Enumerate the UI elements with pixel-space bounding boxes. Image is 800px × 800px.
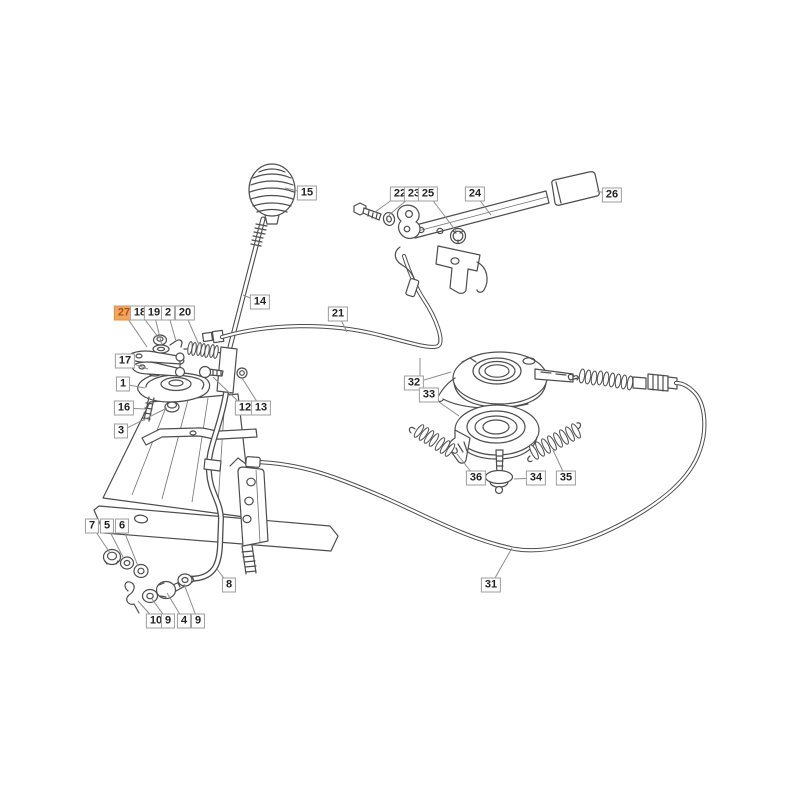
washer-6: [133, 563, 149, 579]
part-label-12[interactable]: 12: [234, 400, 256, 416]
handle-grip-26: [551, 171, 600, 206]
lever-shaft-14: [216, 216, 268, 394]
bearing-ring-33: [448, 404, 540, 464]
part-label-3[interactable]: 3: [113, 423, 129, 439]
part-label-19[interactable]: 19: [143, 305, 165, 321]
bolt-12: [198, 365, 224, 379]
part-label-9[interactable]: 9: [160, 613, 176, 629]
part-label-25[interactable]: 25: [417, 186, 439, 202]
part-label-17[interactable]: 17: [114, 353, 136, 369]
washer-5: [119, 556, 135, 570]
gear-knob-15: [248, 163, 296, 225]
part-label-34[interactable]: 34: [525, 470, 547, 486]
nut-13: [236, 367, 248, 379]
hex-bolt-22: [353, 202, 382, 221]
part-label-14[interactable]: 14: [249, 294, 271, 310]
lobed-pivot-plate: [396, 204, 421, 239]
washer-9-left: [141, 588, 159, 604]
cable-hook-and-ferrule: [394, 246, 420, 298]
part-label-5[interactable]: 5: [99, 518, 115, 534]
part-label-26[interactable]: 26: [601, 187, 623, 203]
flange-nut-3: [164, 401, 180, 413]
part-label-31[interactable]: 31: [480, 577, 502, 593]
clutch-cable-31: [229, 380, 707, 553]
spring-35: [527, 422, 582, 463]
part-label-15[interactable]: 15: [296, 185, 318, 201]
part-label-6[interactable]: 6: [114, 518, 130, 534]
support-bracket-strip: [141, 427, 258, 446]
threaded-stud: [241, 544, 257, 575]
part-label-35[interactable]: 35: [555, 470, 577, 486]
bolt-16: [142, 396, 155, 422]
part-label-24[interactable]: 24: [464, 186, 486, 202]
spring-36: [408, 424, 458, 457]
part-label-16[interactable]: 16: [113, 400, 135, 416]
part-label-32[interactable]: 32: [403, 375, 425, 391]
part-label-7[interactable]: 7: [84, 518, 100, 534]
cable-adjuster: [632, 373, 678, 392]
bolt-and-cup-34: [484, 449, 514, 495]
cable-end-ferrule: [201, 329, 225, 344]
spring-20: [183, 341, 222, 359]
clutch-tension-spring: [567, 368, 634, 391]
hook-link-2: [169, 339, 183, 348]
pivot-nut-25: [449, 227, 467, 245]
chassis-beam: [93, 505, 339, 552]
washer-9-right: [177, 573, 193, 587]
bent-control-rod: [180, 390, 229, 583]
washer-23: [382, 211, 396, 227]
lever-bracket: [435, 245, 488, 294]
part-label-9[interactable]: 9: [190, 613, 206, 629]
part-label-20[interactable]: 20: [174, 305, 196, 321]
link-pin: [174, 352, 186, 378]
part-label-8[interactable]: 8: [221, 577, 237, 593]
part-label-1[interactable]: 1: [115, 376, 131, 392]
part-label-33[interactable]: 33: [418, 387, 440, 403]
control-cable-21: [219, 253, 443, 350]
part-label-21[interactable]: 21: [327, 306, 349, 322]
part-label-36[interactable]: 36: [465, 470, 487, 486]
washer-19: [152, 344, 170, 354]
base-plate-1: [137, 371, 211, 403]
mount-plate-with-holes: [237, 466, 269, 547]
part-label-2[interactable]: 2: [160, 305, 176, 321]
clutch-release-arm: [534, 368, 579, 383]
r-clip-pin-10: [124, 581, 140, 614]
leader-line-3: [120, 407, 168, 432]
lock-nut-7: [102, 548, 122, 566]
clutch-plate-32: [436, 351, 548, 409]
part-label-13[interactable]: 13: [250, 400, 272, 416]
part-label-27-highlighted[interactable]: 27: [113, 305, 135, 321]
part-label-4[interactable]: 4: [176, 613, 192, 629]
